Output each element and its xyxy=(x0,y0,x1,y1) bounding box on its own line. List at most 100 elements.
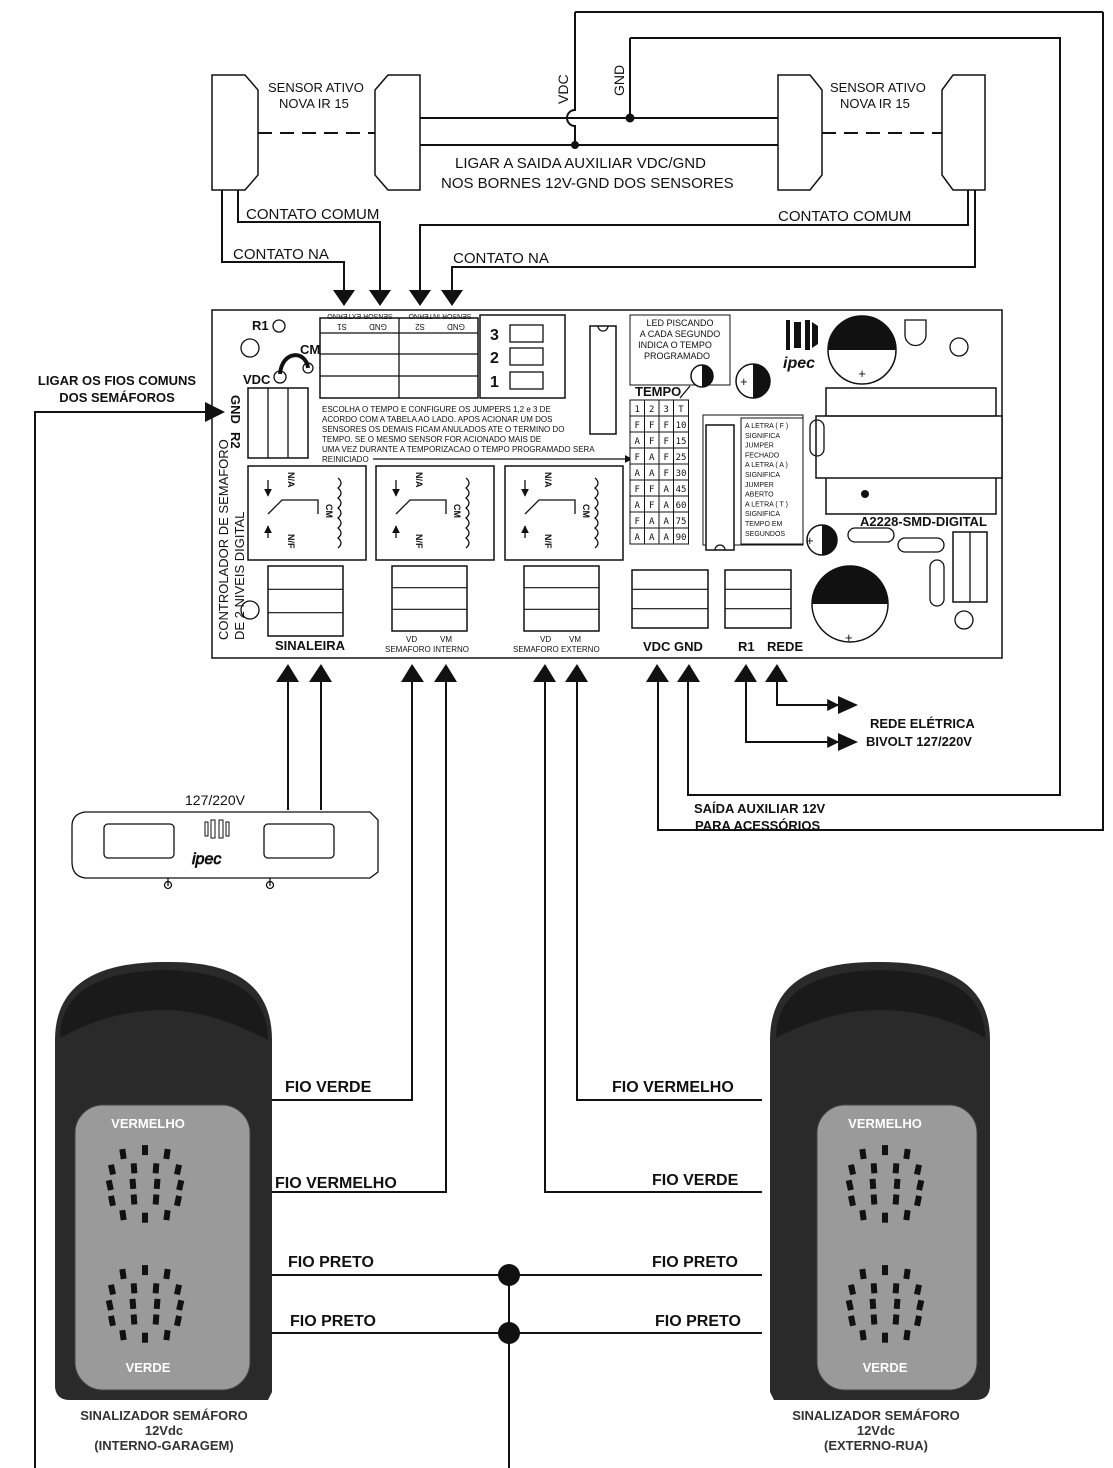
led-dot xyxy=(176,1299,185,1311)
left-fio-preto-2: FIO PRETO xyxy=(290,1313,376,1330)
led-dot xyxy=(859,1209,867,1221)
legend-line: SIGNIFICA xyxy=(745,433,780,440)
tempo-cell: 60 xyxy=(676,501,687,511)
sensor-left-label-2: NOVA IR 15 xyxy=(279,96,349,111)
sinaleira-lamp: ipec xyxy=(71,811,379,890)
sensor-right-receiver xyxy=(941,74,986,191)
led-dot xyxy=(108,1195,116,1207)
tempo-cell: 45 xyxy=(676,485,687,495)
tempo-cell: F xyxy=(649,501,654,511)
led-dot xyxy=(130,1283,138,1294)
board-model: A2228-SMD-DIGITAL xyxy=(860,514,987,529)
led-dot xyxy=(152,1163,160,1174)
board-cm-label: CM xyxy=(300,342,320,357)
right-fio-verde: FIO VERDE xyxy=(652,1172,739,1189)
ipec-logo: ipec xyxy=(783,320,818,372)
led-dot xyxy=(892,1163,900,1174)
tempo-cell: F xyxy=(649,437,654,447)
right-signal-caption-2: 12Vdc xyxy=(857,1423,895,1438)
right-verde-label: VERDE xyxy=(863,1360,908,1375)
tempo-cell: A xyxy=(664,533,670,543)
led-dot xyxy=(130,1194,138,1205)
led-dot xyxy=(869,1178,877,1190)
right-fio-preto-2: FIO PRETO xyxy=(655,1313,741,1330)
legend-line: A LETRA ( T ) xyxy=(745,501,788,508)
cap-plus-bottom: + xyxy=(845,630,853,645)
led-dot xyxy=(176,1179,185,1191)
relay-na-label: N/A xyxy=(414,472,424,488)
legend-line: SIGNIFICA xyxy=(745,472,780,479)
led-dot xyxy=(882,1265,888,1276)
vdc-gnd-bus: VDC GND LIGAR A SAIDA AUXILIAR VDC/GND N… xyxy=(420,11,1104,831)
left-signal-caption-2: 12Vdc xyxy=(145,1423,183,1438)
saida-aux-2: PARA ACESSÓRIOS xyxy=(695,818,821,833)
left-red-led xyxy=(105,1145,185,1223)
transformer xyxy=(815,387,1003,515)
left-vermelho-label: VERMELHO xyxy=(111,1116,185,1131)
r1-terminal-label: R1 xyxy=(738,639,755,654)
contato-comum-left: CONTATO COMUM xyxy=(246,206,379,223)
sensor-pair-left: SENSOR ATIVO NOVA IR 15 xyxy=(211,74,421,191)
relay-cm-label: CM xyxy=(452,504,462,518)
contato-na-right: CONTATO NA xyxy=(453,250,549,267)
semaforo-interno-label: SEMAFORO INTERNO xyxy=(385,645,469,654)
led-dot xyxy=(174,1284,182,1296)
tempo-cell: A xyxy=(664,517,670,527)
jumper-2-label: 2 xyxy=(490,350,499,367)
bottom-terminals xyxy=(267,565,792,637)
led-dot xyxy=(848,1195,856,1207)
sensor-pair-right: SENSOR ATIVO NOVA IR 15 xyxy=(777,74,986,191)
tempo-cell: 10 xyxy=(676,421,687,431)
led-dot xyxy=(903,1209,911,1221)
relay-na-label: N/A xyxy=(286,472,296,488)
relay-nf-label: N/F xyxy=(414,534,424,549)
tempo-cell: F xyxy=(664,437,669,447)
ligar-comuns-1: LIGAR OS FIOS COMUNS xyxy=(38,373,197,388)
led-dot xyxy=(119,1148,127,1160)
tempo-cell: A xyxy=(649,533,655,543)
right-fio-vermelho: FIO VERMELHO xyxy=(612,1079,734,1096)
led-dot xyxy=(119,1209,127,1221)
led-dot xyxy=(152,1314,160,1325)
s1-gnd-label: GND xyxy=(369,322,387,331)
led-dot xyxy=(152,1283,160,1294)
contato-comum-right: CONTATO COMUM xyxy=(778,208,911,225)
led-dot xyxy=(893,1298,901,1310)
led-dot xyxy=(859,1148,867,1160)
terminal-block-5 xyxy=(724,569,792,629)
tempo-cell: 75 xyxy=(676,517,687,527)
tempo-cell: A xyxy=(635,533,641,543)
led-dot xyxy=(859,1268,867,1280)
relay-na-label: N/A xyxy=(543,472,553,488)
jumper-3-label: 3 xyxy=(490,327,499,344)
s2-label: S2 xyxy=(415,322,425,331)
sensor-left-label-1: SENSOR ATIVO xyxy=(268,80,364,95)
tempo-cell: 25 xyxy=(676,453,687,463)
left-signal-caption-3: (INTERNO-GARAGEM) xyxy=(94,1438,233,1453)
led-dot xyxy=(870,1163,878,1174)
right-signal-caption-3: (EXTERNO-RUA) xyxy=(824,1438,928,1453)
led-dot xyxy=(882,1332,888,1343)
right-signal-caption-1: SINALIZADOR SEMÁFORO xyxy=(792,1408,960,1423)
legend-line: SIGNIFICA xyxy=(745,511,780,518)
led-dot xyxy=(845,1179,854,1191)
instruction-1: ESCOLHA O TEMPO E CONFIGURE OS JUMPERS 1… xyxy=(322,405,551,414)
instruction-4: TEMPO. SE O MESMO SENSOR FOR ACIONADO MA… xyxy=(322,435,541,444)
instruction-6: REINICIADO xyxy=(322,455,369,464)
led-dot xyxy=(119,1268,127,1280)
led-note-1: LED PISCANDO xyxy=(646,318,713,328)
board-brand: ipec xyxy=(783,355,815,372)
terminal-block-1 xyxy=(267,565,344,637)
led-dot xyxy=(845,1299,854,1311)
bus-gnd-label: GND xyxy=(611,65,627,96)
contact-wires: CONTATO COMUM CONTATO NA CONTATO COMUM C… xyxy=(221,190,976,306)
cap-plus-mid: + xyxy=(806,533,814,548)
sensor-externo-label: SENSOR EXTERNO xyxy=(327,312,393,319)
tempo-cell: 30 xyxy=(676,469,687,479)
led-dot xyxy=(163,1148,171,1160)
semaforo-externo-label: SEMAFORO EXTERNO xyxy=(513,645,600,654)
led-dot xyxy=(892,1283,900,1294)
